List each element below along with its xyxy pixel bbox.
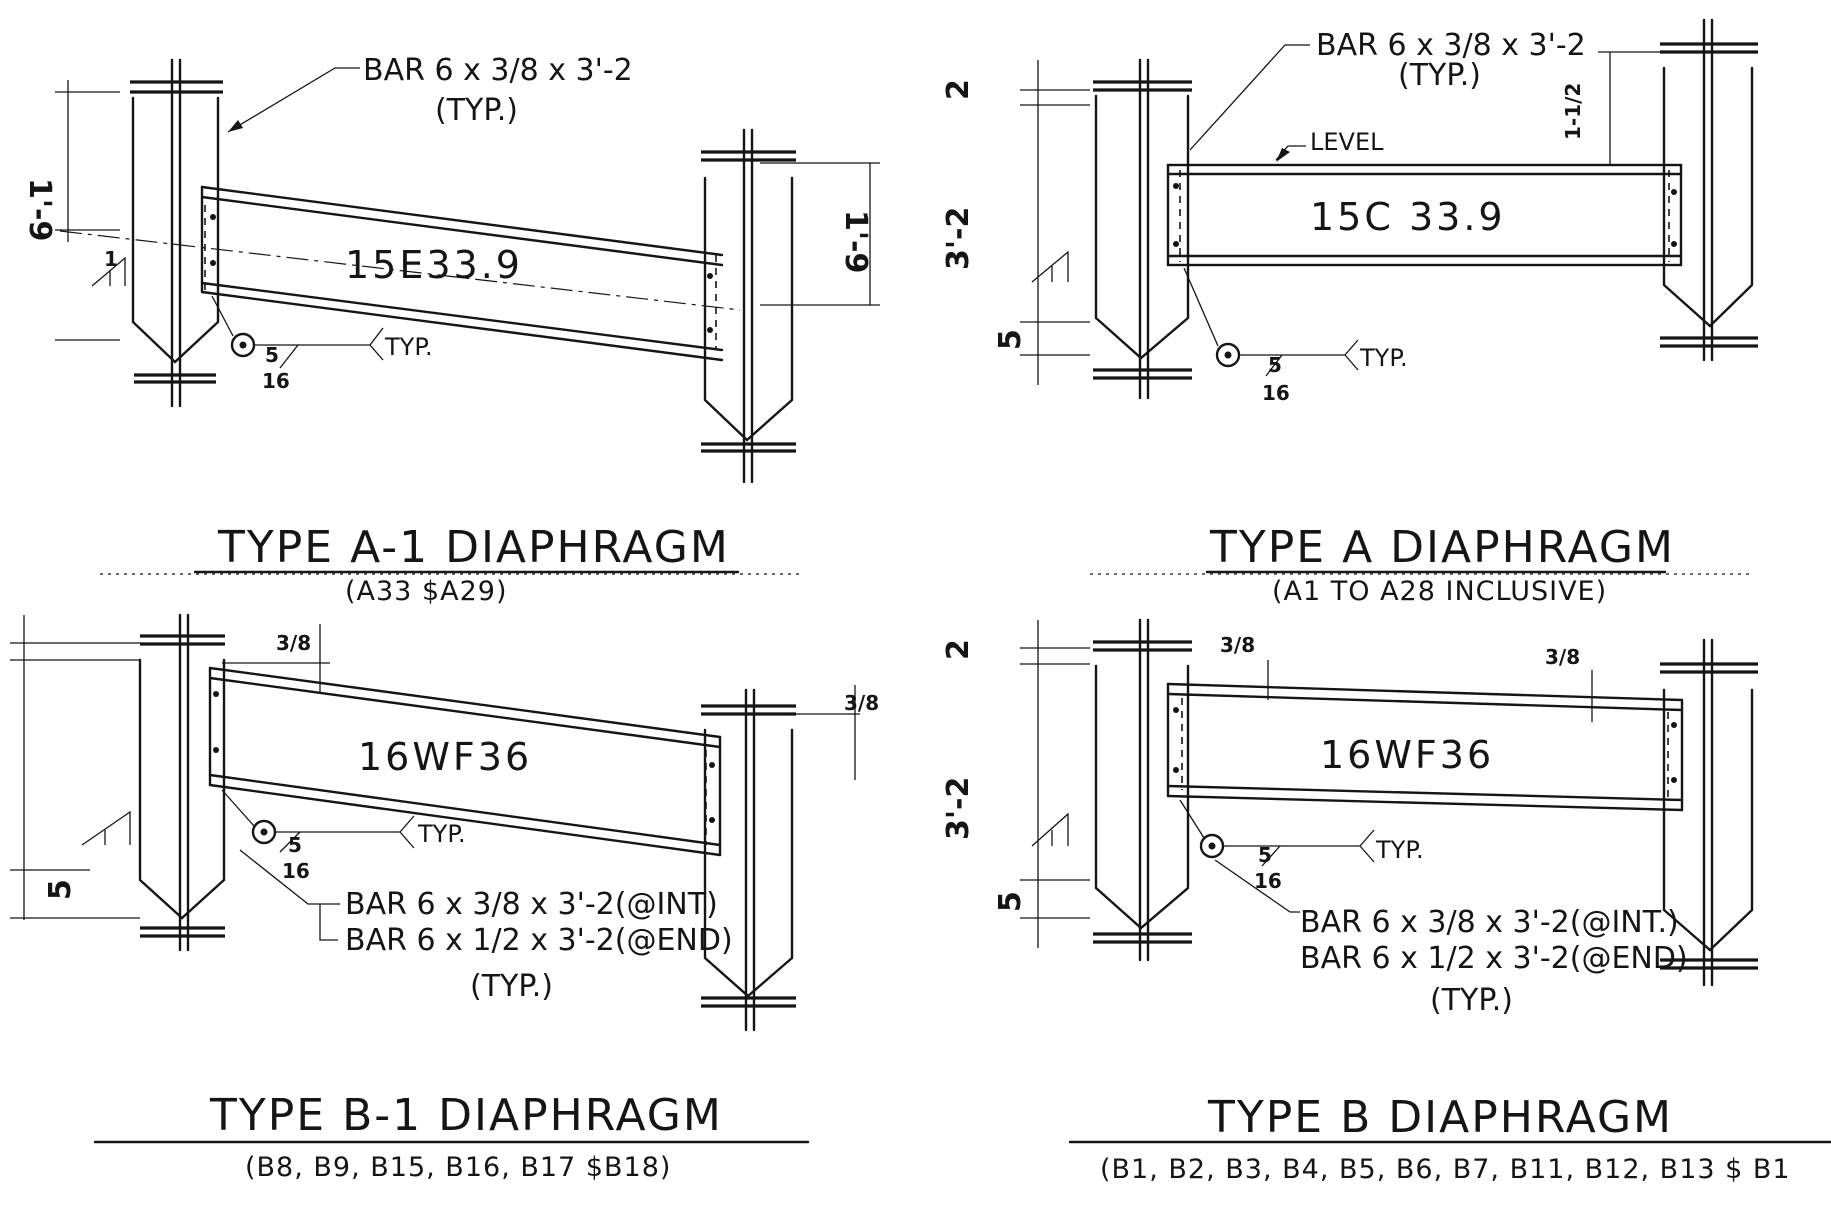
a1-bar-typ: (TYP.) — [435, 93, 518, 128]
a-dim-vertical: 3'-2 — [941, 207, 976, 270]
b-member-label: 16WF36 — [1320, 733, 1494, 777]
b-weld-symbol — [1179, 799, 1375, 913]
a-member-label: 15C 33.9 — [1310, 195, 1506, 239]
a-channel — [1166, 163, 1683, 267]
b-dimension-lines — [1020, 620, 1090, 948]
a-slope-mark — [1031, 250, 1069, 283]
b1-weld-num: 5 — [288, 833, 302, 857]
b1-bar-typ: (TYP.) — [470, 969, 553, 1004]
b1-weld-typ: TYP. — [417, 820, 466, 848]
a1-bar-leader — [227, 67, 360, 133]
b1-dim-bottom: 5 — [43, 879, 78, 900]
b1-subtitle: (B8, B9, B15, B16, B17 $B18) — [245, 1152, 671, 1183]
b-right-girder — [1660, 638, 1758, 987]
b-dim-vertical: 3'-2 — [941, 777, 976, 840]
b1-weld-symbol — [221, 789, 415, 941]
a1-slope-mark — [91, 256, 126, 287]
b-beam — [1166, 660, 1684, 812]
b-bar-typ: (TYP.) — [1430, 983, 1513, 1018]
b1-bar-note-int: BAR 6 x 3/8 x 3'-2(@INT) — [345, 887, 718, 922]
a1-member-label: 15E33.9 — [345, 243, 523, 287]
type-a-detail — [1020, 18, 1758, 400]
a1-title: TYPE A-1 DIAPHRAGM — [217, 522, 730, 573]
a-dim-bottom: 5 — [993, 329, 1028, 350]
a-weld-symbol — [1183, 267, 1359, 377]
b-dim-top: 2 — [941, 639, 976, 660]
b1-dim-top-right: 3/8 — [844, 691, 879, 715]
a1-slope-value: 1 — [104, 247, 118, 271]
a1-channel — [59, 185, 741, 362]
b1-member-label: 16WF36 — [358, 735, 532, 779]
b-dim-bottom: 5 — [993, 891, 1028, 912]
a1-weld-num: 5 — [265, 343, 279, 367]
a-right-girder — [1660, 18, 1758, 362]
b-subtitle: (B1, B2, B3, B4, B5, B6, B7, B11, B12, B… — [1100, 1154, 1791, 1185]
b-weld-num: 5 — [1258, 843, 1272, 867]
b-bar-note-end: BAR 6 x 1/2 x 3'-2(@END) — [1300, 941, 1688, 976]
type-b1-detail — [10, 613, 860, 1032]
a-bar-typ: (TYP.) — [1398, 58, 1481, 93]
b1-title: TYPE B-1 DIAPHRAGM — [209, 1090, 723, 1141]
b-weld-typ: TYP. — [1375, 836, 1424, 864]
a1-bar-note: BAR 6 x 3/8 x 3'-2 — [363, 53, 633, 88]
a1-weld-symbol — [211, 295, 384, 369]
a-dimension-lines — [1020, 51, 1660, 385]
title-underlines — [93, 570, 1831, 1144]
b-bar-note-int: BAR 6 x 3/8 x 3'-2(@INT.) — [1300, 905, 1679, 940]
b1-weld-den: 16 — [282, 859, 310, 883]
b-dim-top-right: 3/8 — [1545, 645, 1580, 669]
type-a1-detail — [55, 58, 880, 484]
b1-slope-mark — [81, 810, 131, 846]
b-dim-top-left: 3/8 — [1220, 633, 1255, 657]
a1-dim-right: 1'-9 — [838, 210, 873, 273]
a1-dim-left: 1'-9 — [22, 178, 57, 241]
a-level-label: LEVEL — [1310, 128, 1384, 156]
a-weld-num: 5 — [1268, 353, 1282, 377]
b1-beam — [208, 666, 722, 857]
type-b-detail — [1020, 618, 1758, 987]
a-left-girder — [1093, 58, 1192, 400]
b-title: TYPE B DIAPHRAGM — [1207, 1092, 1673, 1143]
a-dim-right: 1-1/2 — [1561, 83, 1585, 140]
a-dim-top: 2 — [941, 79, 976, 100]
a1-weld-typ: TYP. — [384, 333, 433, 361]
a1-subtitle: (A33 $A29) — [345, 576, 507, 607]
b-weld-den: 16 — [1254, 869, 1282, 893]
b-left-girder — [1093, 618, 1192, 962]
a-subtitle: (A1 TO A28 INCLUSIVE) — [1272, 576, 1607, 607]
b1-left-girder — [138, 613, 226, 952]
b1-dim-top-left: 3/8 — [276, 631, 311, 655]
a-title: TYPE A DIAPHRAGM — [1209, 522, 1675, 573]
b1-bar-note-end: BAR 6 x 1/2 x 3'-2(@END) — [345, 923, 733, 958]
a1-dimension-lines — [55, 80, 880, 341]
a-bar-leader — [1189, 44, 1310, 162]
a-bar-note: BAR 6 x 3/8 x 3'-2 — [1316, 28, 1586, 63]
b1-right-girder — [701, 688, 796, 1032]
a1-weld-den: 16 — [262, 369, 290, 393]
a1-right-girder — [701, 128, 796, 484]
a1-left-girder — [130, 58, 223, 408]
a-weld-den: 16 — [1262, 381, 1290, 405]
a-weld-typ: TYP. — [1359, 344, 1408, 372]
b1-dimension-lines — [10, 615, 860, 920]
b-slope-mark — [1031, 812, 1069, 847]
